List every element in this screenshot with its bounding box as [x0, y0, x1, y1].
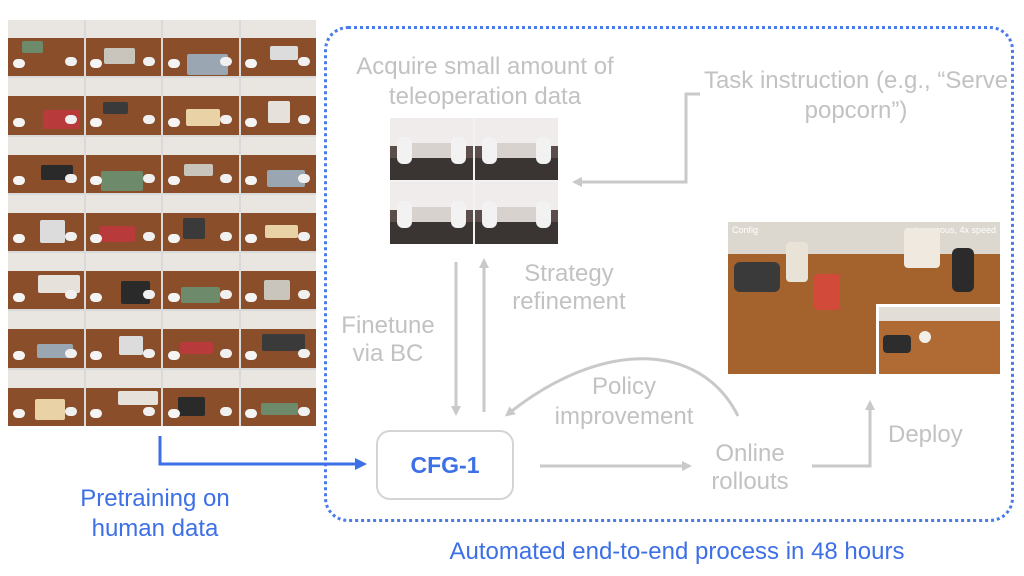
photo-tile: [240, 253, 316, 310]
finetune-label: Finetune via BC: [341, 312, 435, 367]
acquire-label: Acquire small amount of teleoperation da…: [356, 53, 614, 110]
photo-tile: [163, 311, 239, 368]
policy-improvement-label: Policy improvement: [554, 373, 694, 430]
deploy-overlay-left: Config: [732, 225, 759, 235]
photo-tile: [240, 369, 316, 426]
photo-tile: [8, 311, 84, 368]
photo-tile: [8, 369, 84, 426]
photo-tile: [163, 369, 239, 426]
photo-tile: [8, 20, 84, 77]
photo-tile: [163, 194, 239, 252]
photo-tile: [85, 253, 161, 310]
photo-tile: [240, 20, 316, 77]
photo-tile: [240, 194, 316, 252]
model-box: CFG-1: [376, 430, 514, 500]
photo-tile: [85, 78, 161, 135]
photo-tile: [85, 20, 161, 77]
photo-tile: [8, 253, 84, 310]
photo-tile: [85, 194, 161, 252]
photo-tile: [240, 311, 316, 368]
photo-tile: [163, 78, 239, 135]
photo-tile: [240, 78, 316, 135]
photo-tile: [163, 20, 239, 77]
pretraining-arrow: [158, 436, 367, 470]
pretraining-photo-grid: [8, 20, 316, 426]
model-label: CFG-1: [410, 451, 480, 478]
teleoperation-image: [390, 118, 558, 244]
deploy-overlay-right: autonomous, 4x speed: [904, 225, 996, 235]
photo-tile: [85, 311, 161, 368]
policy-improvement-arrow: [504, 357, 740, 417]
online-rollouts-label: Online rollouts: [711, 440, 789, 495]
photo-tile: [85, 369, 161, 426]
photo-tile: [8, 136, 84, 193]
deploy-label: Deploy: [888, 421, 963, 448]
photo-tile: [163, 253, 239, 310]
task-instruction-label: Task instruction (e.g., “Serve popcorn”): [703, 67, 1009, 124]
photo-tile: [85, 136, 161, 193]
deploy-image: Config autonomous, 4x speed: [728, 222, 1000, 374]
photo-tile: [8, 194, 84, 252]
photo-tile: [8, 78, 84, 135]
task-to-teleop-arrow: [572, 92, 700, 187]
automated-process-label: Automated end-to-end process in 48 hours: [449, 538, 905, 565]
photo-tile: [240, 136, 316, 193]
strategy-refinement-label: Strategy refinement: [512, 260, 626, 315]
automated-process-frame: [324, 26, 1014, 522]
pretraining-label: Pretraining on human data: [80, 485, 230, 542]
deploy-inset-view: [876, 304, 1000, 374]
rollouts-to-deploy-arrow: [812, 400, 875, 468]
photo-tile: [163, 136, 239, 193]
